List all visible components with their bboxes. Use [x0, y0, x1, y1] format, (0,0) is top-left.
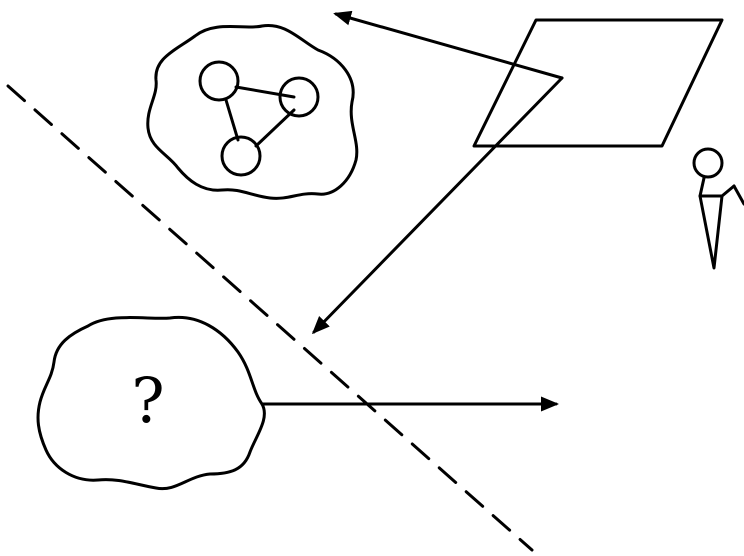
unknown-cloud-outline	[36, 315, 266, 491]
person-icon	[692, 147, 744, 270]
graph-cloud-outline	[146, 23, 359, 200]
graph-node	[220, 135, 262, 177]
graph-edge	[224, 98, 240, 142]
graph-node	[198, 60, 240, 102]
parallelogram-shape	[472, 18, 724, 148]
question-mark-label: ?	[131, 364, 164, 437]
arrow-to-divider	[311, 76, 564, 335]
graph-cloud	[146, 23, 359, 200]
graph-edge	[234, 85, 296, 99]
arrow-to-graph-cloud	[333, 10, 564, 80]
unknown-cloud: ?	[36, 315, 266, 491]
graph-edge	[254, 108, 296, 148]
dashed-divider-line	[6, 84, 534, 552]
graph-network-icon	[198, 60, 320, 177]
graph-node	[278, 76, 320, 118]
